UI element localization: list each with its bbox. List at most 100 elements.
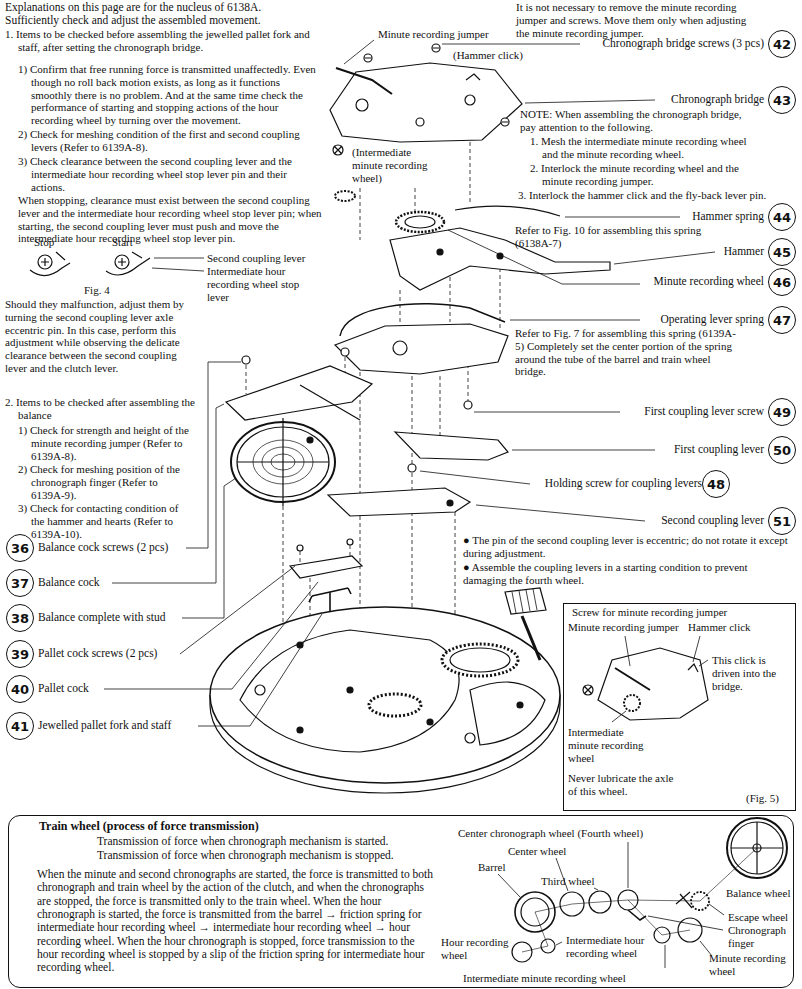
label-text: 2) Check for meshing condition of the fi… — [18, 128, 323, 154]
callout-circle: 48 — [702, 470, 730, 498]
label-text: Refer to Fig. 7 for assembling this spri… — [515, 327, 743, 378]
figure-text: Intermediate minute recording wheel — [463, 972, 626, 985]
callout-circle: 45 — [768, 238, 796, 266]
callout-number: 45 — [773, 246, 791, 259]
label-text: Chronograph bridge screws (3 pcs) — [602, 37, 764, 50]
label-text: 1) Confirm that free running force is tr… — [18, 63, 323, 127]
label-text: Chronograph bridge — [671, 93, 764, 106]
callout-number: 50 — [773, 444, 791, 457]
gear — [442, 644, 518, 676]
callout-circle: 42 — [768, 30, 796, 58]
chronograph-finger — [628, 910, 646, 920]
hammer — [390, 228, 610, 290]
callout-circle: 43 — [768, 86, 796, 114]
jewel — [347, 687, 353, 693]
screw — [341, 348, 349, 356]
callout-circle: 40 — [6, 675, 34, 703]
label-text: 2. Items to be checked after assembling … — [5, 396, 195, 422]
operating-lever — [335, 324, 508, 374]
figure-text: Minute recording jumper — [568, 621, 679, 634]
cross-mark — [583, 685, 593, 695]
fig5-view — [583, 636, 708, 722]
figure-text: Intermediate minute recording wheel — [568, 726, 654, 764]
callout-number: 38 — [11, 612, 29, 625]
figure-box: Screw for minute recording jumperMinute … — [563, 603, 796, 811]
label-text: 1. Mesh the intermediate minute recordin… — [530, 135, 758, 161]
figure-box: Train wheel (process of force transmissi… — [8, 815, 794, 988]
movement-plate — [210, 607, 560, 783]
figure-text: Hour recording wheel — [441, 936, 509, 962]
callout-number: 44 — [773, 211, 791, 224]
gear — [450, 648, 510, 672]
label-text: Should they malfunction, adjust them by … — [5, 298, 200, 375]
fig4-icons — [30, 252, 204, 276]
label-text: Hammer — [724, 245, 764, 258]
label-text: NOTE: When assembling the chronograph br… — [520, 108, 760, 134]
label-text: 3) Check clearance between the second co… — [18, 155, 323, 193]
figure-text: Intermediate hour recording wheel — [566, 934, 661, 960]
bridge-hole — [356, 99, 368, 111]
screw — [408, 464, 416, 472]
hammer-spring — [455, 206, 560, 216]
callout-number: 40 — [11, 683, 29, 696]
label-text: It is not necessary to remove the minute… — [516, 1, 756, 39]
pallet-fork — [676, 892, 692, 908]
cross-mark — [584, 686, 592, 694]
minute-recording-wheel — [405, 216, 435, 228]
intermediate-wheel — [335, 191, 355, 201]
leader-line — [152, 258, 204, 271]
label-text: Hammer spring — [692, 210, 764, 223]
hammer-click — [466, 74, 480, 80]
figure-text: Hammer click — [688, 621, 751, 634]
screw — [255, 685, 265, 695]
figure-text: Escape wheel — [728, 911, 788, 924]
minute-recording-wheel — [396, 212, 444, 232]
label-text: Balance cock — [38, 576, 100, 589]
label-text: Pallet cock screws (2 pcs) — [38, 647, 157, 660]
leader-line — [498, 842, 724, 968]
label-text: Second coupling lever — [661, 514, 764, 527]
label-text: Balance complete with stud — [38, 611, 165, 624]
regulator — [300, 385, 360, 420]
figure-text: Center chronograph wheel (Fourth wheel) — [458, 827, 643, 840]
figure-text: Transmission of force when chronograph m… — [97, 849, 394, 862]
label-text: Fig. 4 — [84, 284, 110, 297]
figure-text: Third wheel — [541, 875, 594, 888]
label-text: (Intermediate minute recording wheel) — [352, 146, 440, 184]
callout-circle: 38 — [6, 604, 34, 632]
figure-text: Barrel — [478, 861, 505, 874]
label-text: 1) Check for strength and height of the … — [18, 424, 192, 462]
barrel-bridge — [470, 682, 545, 745]
callout-number: 51 — [773, 515, 791, 528]
lever-symbol — [30, 252, 70, 276]
label-text: Pallet cock — [38, 682, 89, 695]
label-text: 3) Check for contacting condition of the… — [18, 502, 192, 540]
callout-circle: 51 — [768, 507, 796, 535]
label-text: Minute recording jumper — [378, 28, 489, 41]
screw — [464, 401, 472, 409]
callout-number: 47 — [773, 314, 791, 327]
pin — [447, 500, 453, 506]
figure-text: (Fig. 5) — [746, 792, 779, 805]
label-text: Start — [112, 236, 133, 249]
label-text: Balance cock screws (2 pcs) — [38, 541, 168, 554]
cross-mark — [334, 146, 342, 154]
figure-text: Chronograph finger — [728, 924, 790, 950]
figure-text: When the minute and second chronographs … — [37, 868, 437, 975]
label-text: (Hammer click) — [453, 49, 523, 62]
callout-circle: 36 — [6, 534, 34, 562]
label-text: 3. Interlock the hammer click and the fl… — [518, 189, 796, 202]
screw — [297, 545, 303, 551]
label-text: When stopping, clearance must exist betw… — [18, 194, 323, 245]
callout-circle: 39 — [6, 640, 34, 668]
label-text: Sufficiently check and adjust the assemb… — [5, 14, 261, 27]
callout-circle: 49 — [768, 398, 796, 426]
label-text: Jewelled pallet fork and staff — [38, 719, 171, 732]
callout-number: 48 — [707, 478, 725, 491]
label-text: Second coupling lever — [207, 252, 305, 265]
callout-circle: 46 — [768, 268, 796, 296]
label-text: Minute recording wheel — [654, 275, 765, 288]
screw — [465, 733, 475, 743]
label-text: ● The pin of the second coupling lever i… — [463, 534, 793, 560]
label-text: 1. Items to be checked before assembling… — [5, 28, 325, 54]
